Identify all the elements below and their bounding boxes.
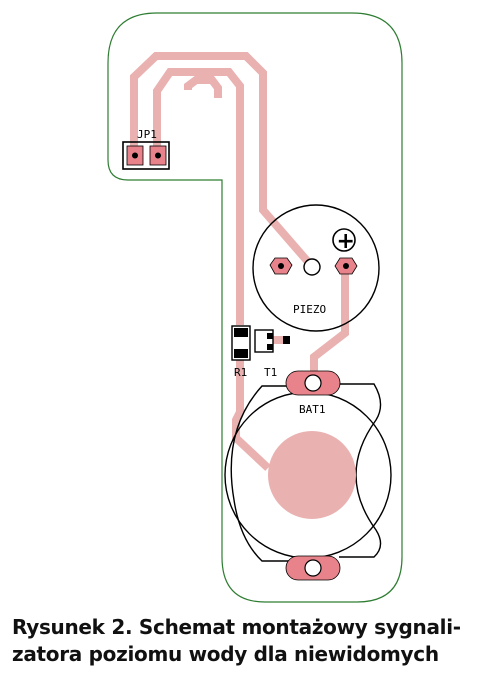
jp1-connector: JP1 bbox=[122, 128, 170, 170]
t1-transistor: T1 bbox=[254, 329, 290, 379]
piezo-hole-left bbox=[278, 263, 284, 269]
bat1-hole-top bbox=[304, 374, 322, 392]
bat1-holder-arc-left bbox=[230, 385, 290, 562]
figure-caption: Rysunek 2. Schemat montażowy sygnali- za… bbox=[12, 614, 498, 668]
t1-label: T1 bbox=[264, 366, 277, 379]
t1-pad-top bbox=[267, 333, 273, 339]
trace-piezo-to-bat bbox=[310, 268, 349, 382]
trace-jp1-left-to-piezo bbox=[130, 52, 313, 266]
piezo-buzzer: + PIEZO bbox=[252, 204, 380, 332]
copper-traces bbox=[130, 52, 349, 471]
bat1-label: BAT1 bbox=[299, 403, 326, 416]
jp1-hole-right bbox=[155, 152, 161, 159]
pcb-assembly-drawing: JP1 + PIEZO R1 T1 BAT1 bbox=[107, 12, 403, 603]
piezo-label: PIEZO bbox=[293, 303, 326, 316]
jp1-label: JP1 bbox=[137, 128, 157, 141]
t1-pad-side bbox=[283, 336, 290, 344]
jp1-outline bbox=[122, 141, 170, 170]
bat1-battery-holder: BAT1 bbox=[224, 370, 392, 581]
piezo-plus-marker bbox=[332, 228, 356, 252]
r1-label: R1 bbox=[234, 366, 247, 379]
piezo-center-ring bbox=[303, 258, 321, 276]
r1-pad-top bbox=[234, 328, 248, 337]
jp1-hole-left bbox=[132, 152, 138, 159]
bat1-center-pad bbox=[268, 431, 356, 519]
trace-r1-down bbox=[232, 360, 271, 471]
t1-pad-bottom bbox=[267, 344, 273, 350]
caption-line-1: Rysunek 2. Schemat montażowy sygnali- bbox=[12, 615, 461, 639]
board-outline bbox=[107, 12, 403, 603]
piezo-hole-right bbox=[343, 263, 349, 269]
bat1-hole-bottom bbox=[304, 559, 322, 577]
piezo-outline bbox=[252, 204, 380, 332]
trace-jp1-right-to-r1 bbox=[153, 68, 244, 325]
caption-line-2: zatora poziomu wody dla niewidomych bbox=[12, 642, 439, 666]
r1-resistor: R1 bbox=[231, 325, 251, 379]
piezo-plus-sign: + bbox=[337, 229, 355, 254]
trace-inner-loop bbox=[184, 76, 222, 98]
r1-pad-bottom bbox=[234, 349, 248, 358]
